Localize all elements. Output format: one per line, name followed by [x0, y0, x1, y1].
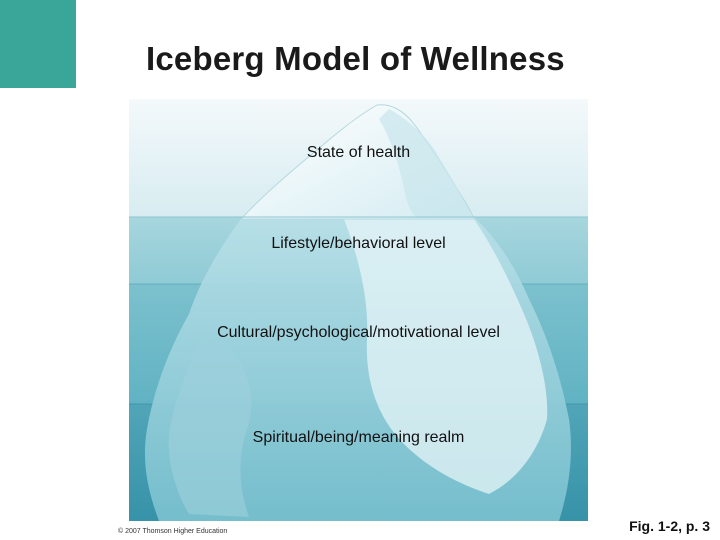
figure-reference: Fig. 1-2, p. 3	[629, 518, 710, 534]
copyright-note: © 2007 Thomson Higher Education	[118, 528, 228, 535]
iceberg-figure: State of health Lifestyle/behavioral lev…	[129, 99, 588, 521]
iceberg-left-shadow	[168, 339, 252, 517]
iceberg-illustration	[129, 99, 588, 521]
level-label-health: State of health	[306, 144, 411, 161]
level-label-cultural: Cultural/psychological/motivational leve…	[217, 324, 500, 341]
level-label-spiritual: Spiritual/being/meaning realm	[252, 429, 465, 446]
accent-block	[0, 0, 76, 88]
iceberg-inner-highlight	[344, 219, 548, 494]
iceberg-tip-shade	[379, 109, 474, 219]
level-label-lifestyle: Lifestyle/behavioral level	[271, 235, 446, 252]
slide-title: Iceberg Model of Wellness	[146, 40, 565, 77]
